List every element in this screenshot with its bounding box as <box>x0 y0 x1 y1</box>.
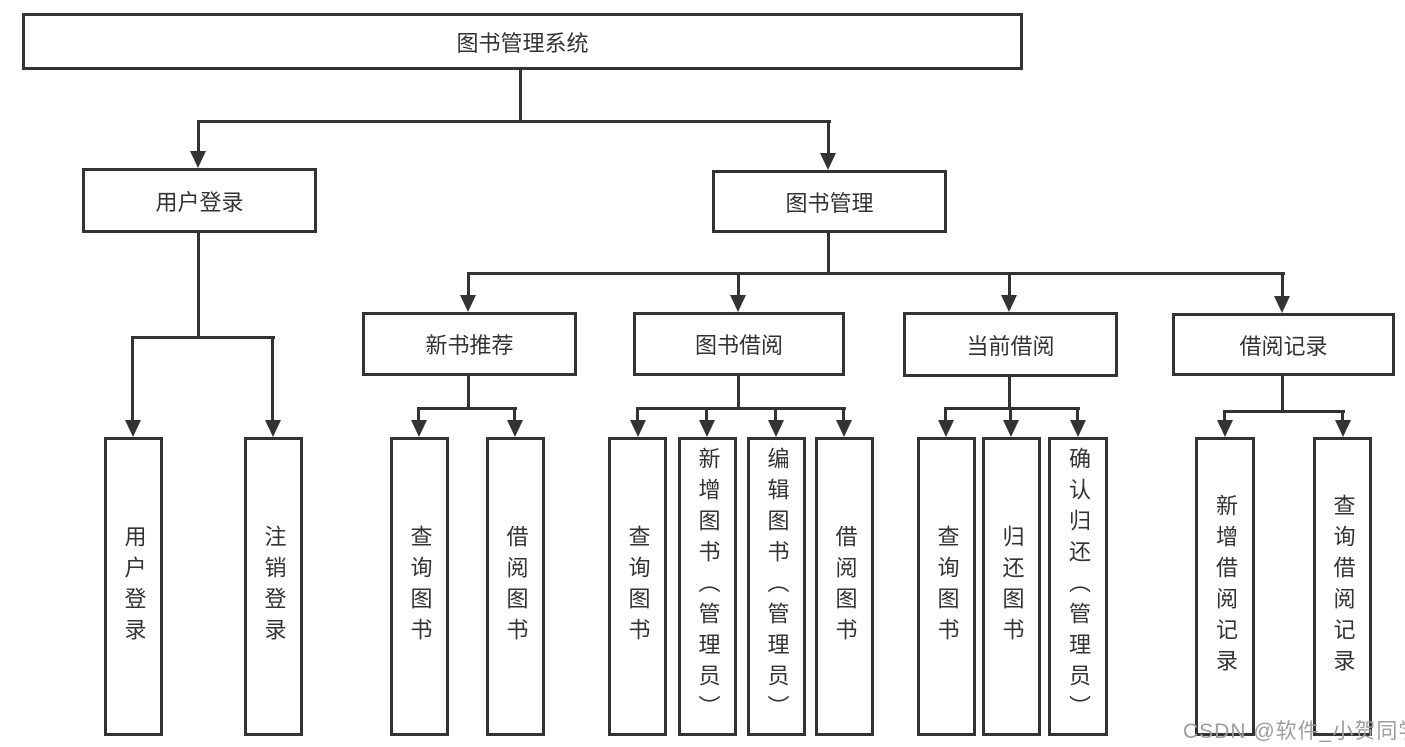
node-label: 编辑图书（管理员） <box>764 447 790 726</box>
arrow-down-icon <box>1335 420 1351 437</box>
connector-line <box>1008 272 1011 297</box>
node-query-books: 查询图书 <box>390 437 449 736</box>
connector-line <box>1223 410 1226 423</box>
node-new-book-recommend: 新书推荐 <box>362 312 577 376</box>
connector-line <box>944 407 947 422</box>
node-query-books: 查询图书 <box>917 437 976 736</box>
arrow-down-icon <box>630 420 646 437</box>
arrow-down-icon <box>125 420 141 437</box>
node-current-borrowing: 当前借阅 <box>903 312 1118 377</box>
node-borrow-books: 借阅图书 <box>815 437 874 736</box>
connector-line <box>417 407 517 410</box>
connector-line <box>197 120 200 154</box>
arrow-down-icon <box>265 420 281 437</box>
node-label: 新增借阅记录 <box>1213 493 1238 680</box>
node-label: 新书推荐 <box>425 333 514 358</box>
arrow-down-icon <box>507 420 523 437</box>
node-label: 图书借阅 <box>694 333 783 358</box>
arrow-down-icon <box>768 420 784 437</box>
connector-line <box>737 376 740 407</box>
node-return-book: 归还图书 <box>982 437 1041 736</box>
connector-line <box>1281 376 1284 410</box>
node-borrow-books: 借阅图书 <box>486 437 545 736</box>
connector-line <box>636 407 639 422</box>
node-label: 借阅图书 <box>832 524 858 649</box>
node-label: 借阅记录 <box>1239 333 1328 359</box>
arrow-down-icon <box>836 420 852 437</box>
node-query-books: 查询图书 <box>608 437 667 736</box>
connector-line <box>513 407 516 422</box>
connector-line <box>1008 376 1011 407</box>
connector-line <box>467 272 1285 275</box>
connector-line <box>131 336 134 422</box>
arrow-down-icon <box>1003 420 1019 437</box>
connector-line <box>131 336 275 339</box>
arrow-down-icon <box>699 420 715 437</box>
arrow-down-icon <box>190 151 206 168</box>
node-label: 归还图书 <box>999 524 1025 649</box>
node-user-login: 用户登录 <box>82 168 317 233</box>
connector-line <box>705 407 708 422</box>
arrow-down-icon <box>411 420 427 437</box>
connector-line <box>842 407 845 422</box>
node-edit-book-admin: 编辑图书（管理员） <box>747 437 806 736</box>
node-book-management: 图书管理 <box>712 170 947 233</box>
arrow-down-icon <box>938 420 954 437</box>
connector-line <box>1009 407 1012 422</box>
node-root: 图书管理系统 <box>22 13 1023 70</box>
node-confirm-return-admin: 确认归还（管理员） <box>1048 437 1108 736</box>
arrow-down-icon <box>730 295 746 312</box>
node-logout: 注销登录 <box>244 437 303 736</box>
connector-line <box>519 69 522 120</box>
node-label: 新增图书（管理员） <box>695 447 721 726</box>
arrow-down-icon <box>1070 420 1086 437</box>
node-query-borrow-record: 查询借阅记录 <box>1313 437 1372 736</box>
connector-line <box>944 407 1080 410</box>
connector-line <box>271 336 274 422</box>
connector-line <box>467 376 470 407</box>
connector-line <box>197 120 831 123</box>
node-label: 确认归还（管理员） <box>1066 447 1091 726</box>
connector-line <box>1341 410 1344 423</box>
arrow-down-icon <box>1274 296 1290 313</box>
node-label: 图书管理系统 <box>456 30 589 56</box>
connector-line <box>827 233 830 272</box>
connector-line <box>737 272 740 297</box>
node-label: 查询图书 <box>407 524 433 649</box>
node-label: 查询借阅记录 <box>1330 493 1356 680</box>
node-label: 注销登录 <box>261 524 287 649</box>
connector-line <box>1281 272 1284 298</box>
node-add-book-admin: 新增图书（管理员） <box>678 437 737 736</box>
arrow-down-icon <box>820 153 836 170</box>
arrow-down-icon <box>1217 420 1233 437</box>
node-label: 用户登录 <box>155 189 244 215</box>
connector-line <box>1223 410 1345 413</box>
connector-line <box>636 407 846 410</box>
watermark: CSDN @软件_小贺同学 <box>1183 720 1405 743</box>
node-label: 当前借阅 <box>966 333 1055 359</box>
connector-line <box>417 407 420 422</box>
node-add-borrow-record: 新增借阅记录 <box>1195 437 1255 736</box>
node-borrowing-records: 借阅记录 <box>1172 313 1395 376</box>
node-label: 借阅图书 <box>503 524 529 649</box>
node-label: 用户登录 <box>121 524 147 649</box>
node-label: 查询图书 <box>625 524 651 649</box>
arrow-down-icon <box>460 295 476 312</box>
node-label: 查询图书 <box>934 524 960 649</box>
node-user-login-leaf: 用户登录 <box>104 437 163 736</box>
connector-line <box>827 120 830 156</box>
arrow-down-icon <box>1001 295 1017 312</box>
connector-line <box>467 272 470 297</box>
node-book-borrowing: 图书借阅 <box>633 312 845 376</box>
connector-line <box>774 407 777 422</box>
node-label: 图书管理 <box>785 190 874 216</box>
connector-line <box>197 233 200 336</box>
connector-line <box>1076 407 1079 422</box>
